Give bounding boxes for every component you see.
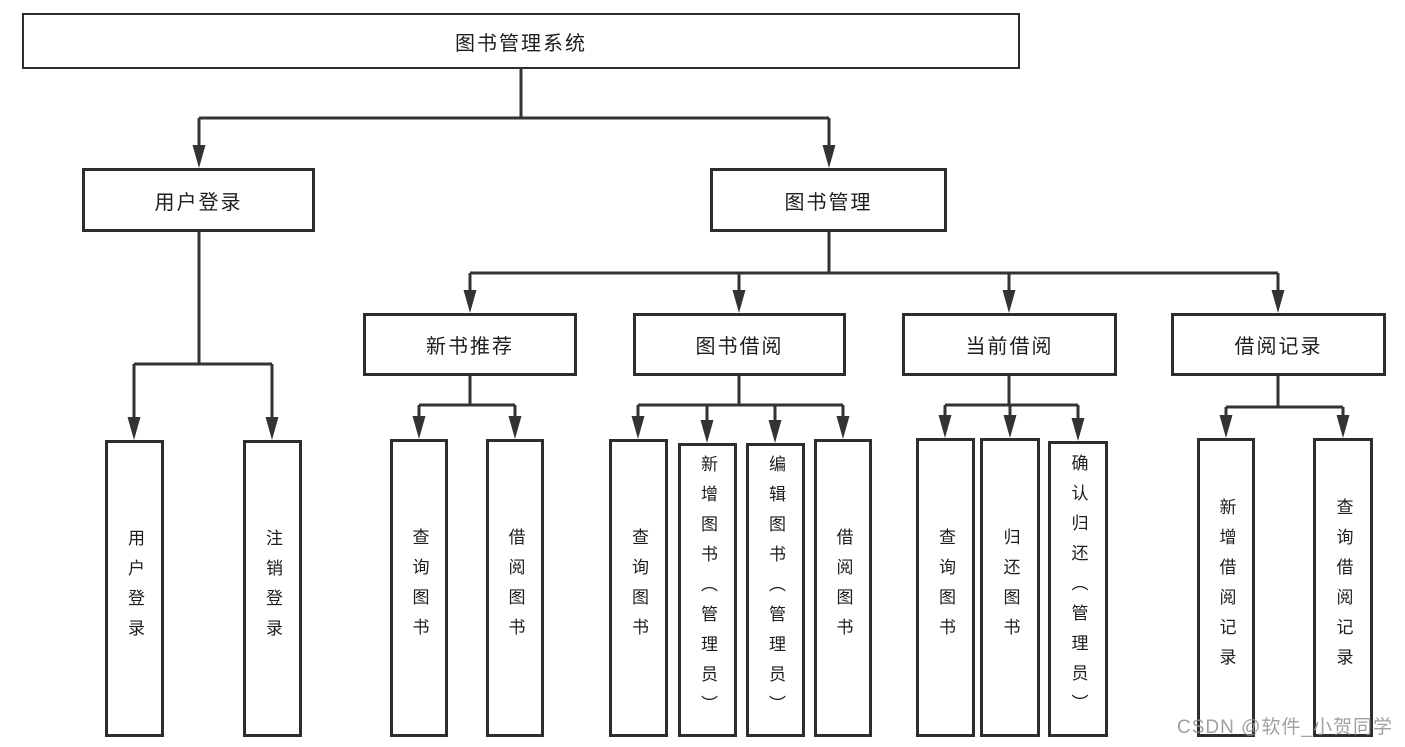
node-label: 查询借阅记录 [1333,497,1353,678]
leaf-add-book-admin: 新增图书（管理员） [678,443,737,737]
leaf-borrow-books-1: 借阅图书 [486,439,544,737]
node-label: 借阅记录 [1234,336,1323,358]
csdn-watermark: CSDN @软件_小贺同学 [1177,717,1393,738]
arrowheads [127,145,1350,443]
node-label: 注销登录 [263,528,282,649]
connector-shafts [132,69,1345,422]
node-label: 编辑图书（管理员） [766,455,785,725]
node-label: 用户登录 [125,528,144,649]
node-label: 借阅图书 [505,528,525,648]
node-label: 图书管理 [784,191,873,214]
node-label: 图书借阅 [695,336,784,358]
leaf-query-books-2: 查询图书 [609,439,668,737]
node-library-system: 图书管理系统 [22,13,1020,69]
node-label: 新增借阅记录 [1216,497,1236,678]
node-label: 查询图书 [936,527,955,648]
leaf-query-borrow-record: 查询借阅记录 [1313,438,1373,737]
node-label: 当前借阅 [965,336,1054,358]
node-label: 新书推荐 [426,336,514,358]
node-label: 新增图书（管理员） [698,455,717,725]
node-user-login: 用户登录 [82,168,315,232]
node-borrowing-records: 借阅记录 [1171,313,1386,376]
node-label: 归还图书 [1000,527,1020,648]
node-book-management: 图书管理 [710,168,947,232]
leaf-query-books-3: 查询图书 [916,438,975,737]
node-label: 借阅图书 [833,528,853,648]
node-label: 图书管理系统 [455,32,587,55]
node-book-borrowing: 图书借阅 [633,313,846,376]
leaf-query-books-1: 查询图书 [390,439,448,737]
leaf-return-book: 归还图书 [980,438,1040,737]
node-label: 确认归还（管理员） [1068,454,1088,724]
leaf-add-borrow-record: 新增借阅记录 [1197,438,1255,737]
leaf-confirm-return-admin: 确认归还（管理员） [1048,441,1108,737]
node-label: 查询图书 [629,528,648,648]
node-new-book-recommend: 新书推荐 [363,313,577,376]
node-label: 用户登录 [154,191,243,214]
leaf-borrow-books-2: 借阅图书 [814,439,872,737]
node-label: 查询图书 [409,528,429,648]
leaf-user-login: 用户登录 [105,440,164,737]
leaf-edit-book-admin: 编辑图书（管理员） [746,443,805,737]
leaf-logout: 注销登录 [243,440,302,737]
node-current-borrowing: 当前借阅 [902,313,1117,376]
